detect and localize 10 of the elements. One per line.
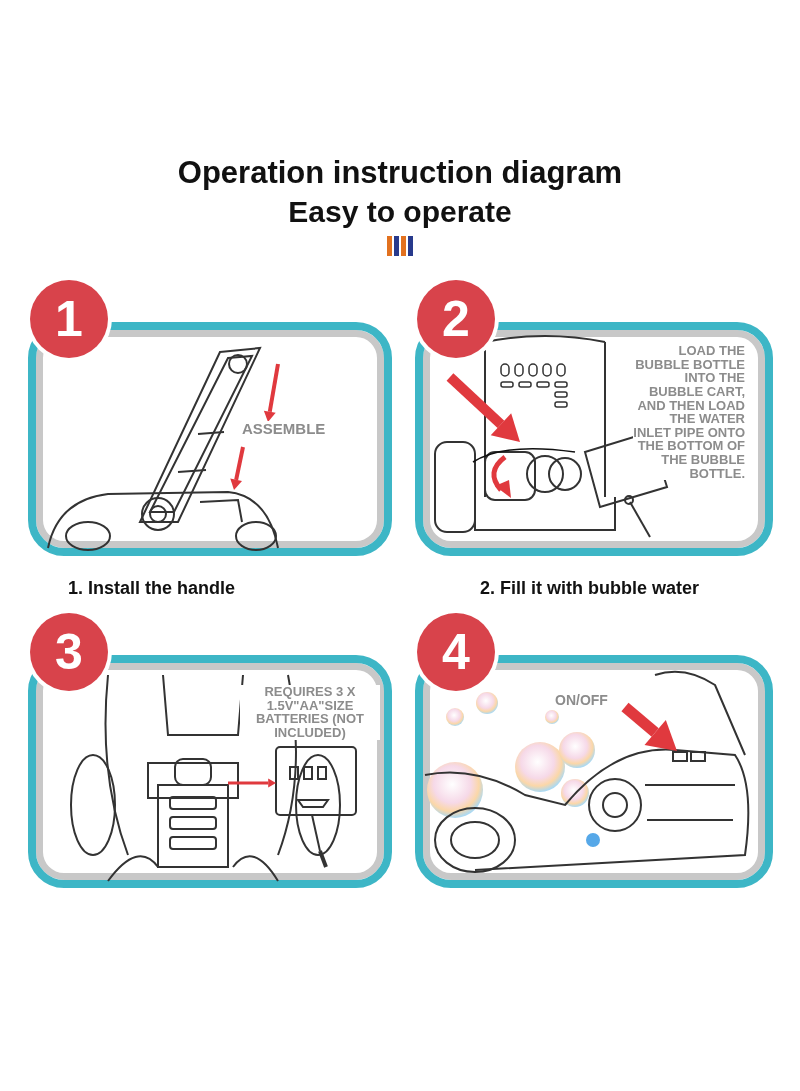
heading: Operation instruction diagram <box>176 155 624 191</box>
step-caption: 2. Fill it with bubble water <box>480 578 699 599</box>
instruction-text: LOAD THE BUBBLE BOTTLE INTO THE BUBBLE CART, AND THEN LOAD THE WATER INLET PIPE ONTO THE BOTTOM OF THE BUBBLE BOTTLE. <box>633 344 745 481</box>
subheading: Easy to operate <box>287 195 513 229</box>
step-number: 2 <box>417 280 495 358</box>
step-number: 1 <box>30 280 108 358</box>
step-number: 3 <box>30 613 108 691</box>
step-caption: 1. Install the handle <box>68 578 236 599</box>
instruction-text: REQUIRES 3 X 1.5V"AA"SIZE BATTERIES (NOT INCLUDED) <box>240 685 380 740</box>
step-number: 4 <box>417 613 495 691</box>
